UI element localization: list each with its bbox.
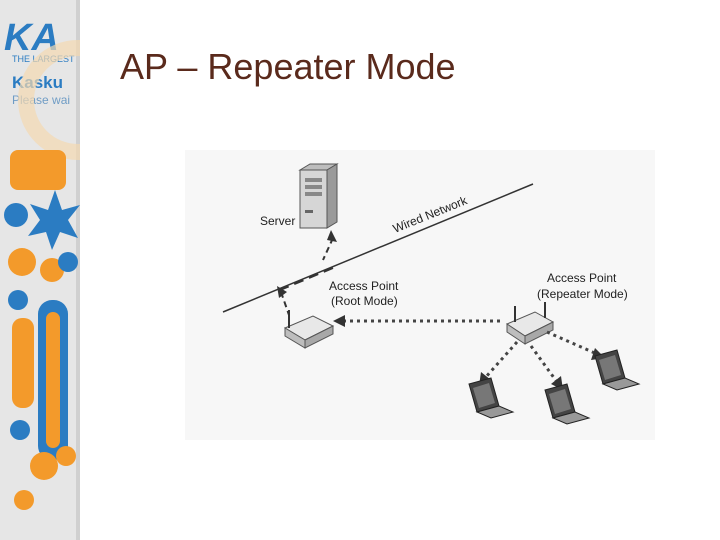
laptop-icon xyxy=(468,377,515,419)
decorative-sidebar: KA THE LARGEST Kasku Please wai xyxy=(0,0,80,540)
server-icon xyxy=(298,163,339,229)
root-ap-label-line2: (Root Mode) xyxy=(331,294,398,308)
diagram-canvas: Wired Network Server Access Point (Root … xyxy=(185,150,655,440)
server-label: Server xyxy=(260,214,295,228)
repeater-access-point-icon xyxy=(505,302,555,345)
laptop-icon xyxy=(594,349,641,391)
repeater-ap-label-line2: (Repeater Mode) xyxy=(537,287,628,301)
root-access-point-icon xyxy=(283,310,335,349)
laptop-icon xyxy=(544,383,591,425)
wired-network-line xyxy=(222,183,534,313)
root-ap-link xyxy=(280,291,290,316)
wireless-link-laptop-2 xyxy=(529,345,559,383)
network-diagram: Wired Network Server Access Point (Root … xyxy=(185,150,655,440)
uplink-dash xyxy=(279,267,334,291)
sidebar-graphic: KA THE LARGEST Kasku Please wai xyxy=(0,0,80,540)
server-link xyxy=(322,237,334,261)
slide-title: AP – Repeater Mode xyxy=(120,46,456,87)
repeater-ap-label-line1: Access Point xyxy=(547,271,617,285)
root-ap-label-line1: Access Point xyxy=(329,279,399,293)
wireless-link-laptop-3 xyxy=(546,330,598,356)
wireless-link-laptop-1 xyxy=(483,341,519,379)
